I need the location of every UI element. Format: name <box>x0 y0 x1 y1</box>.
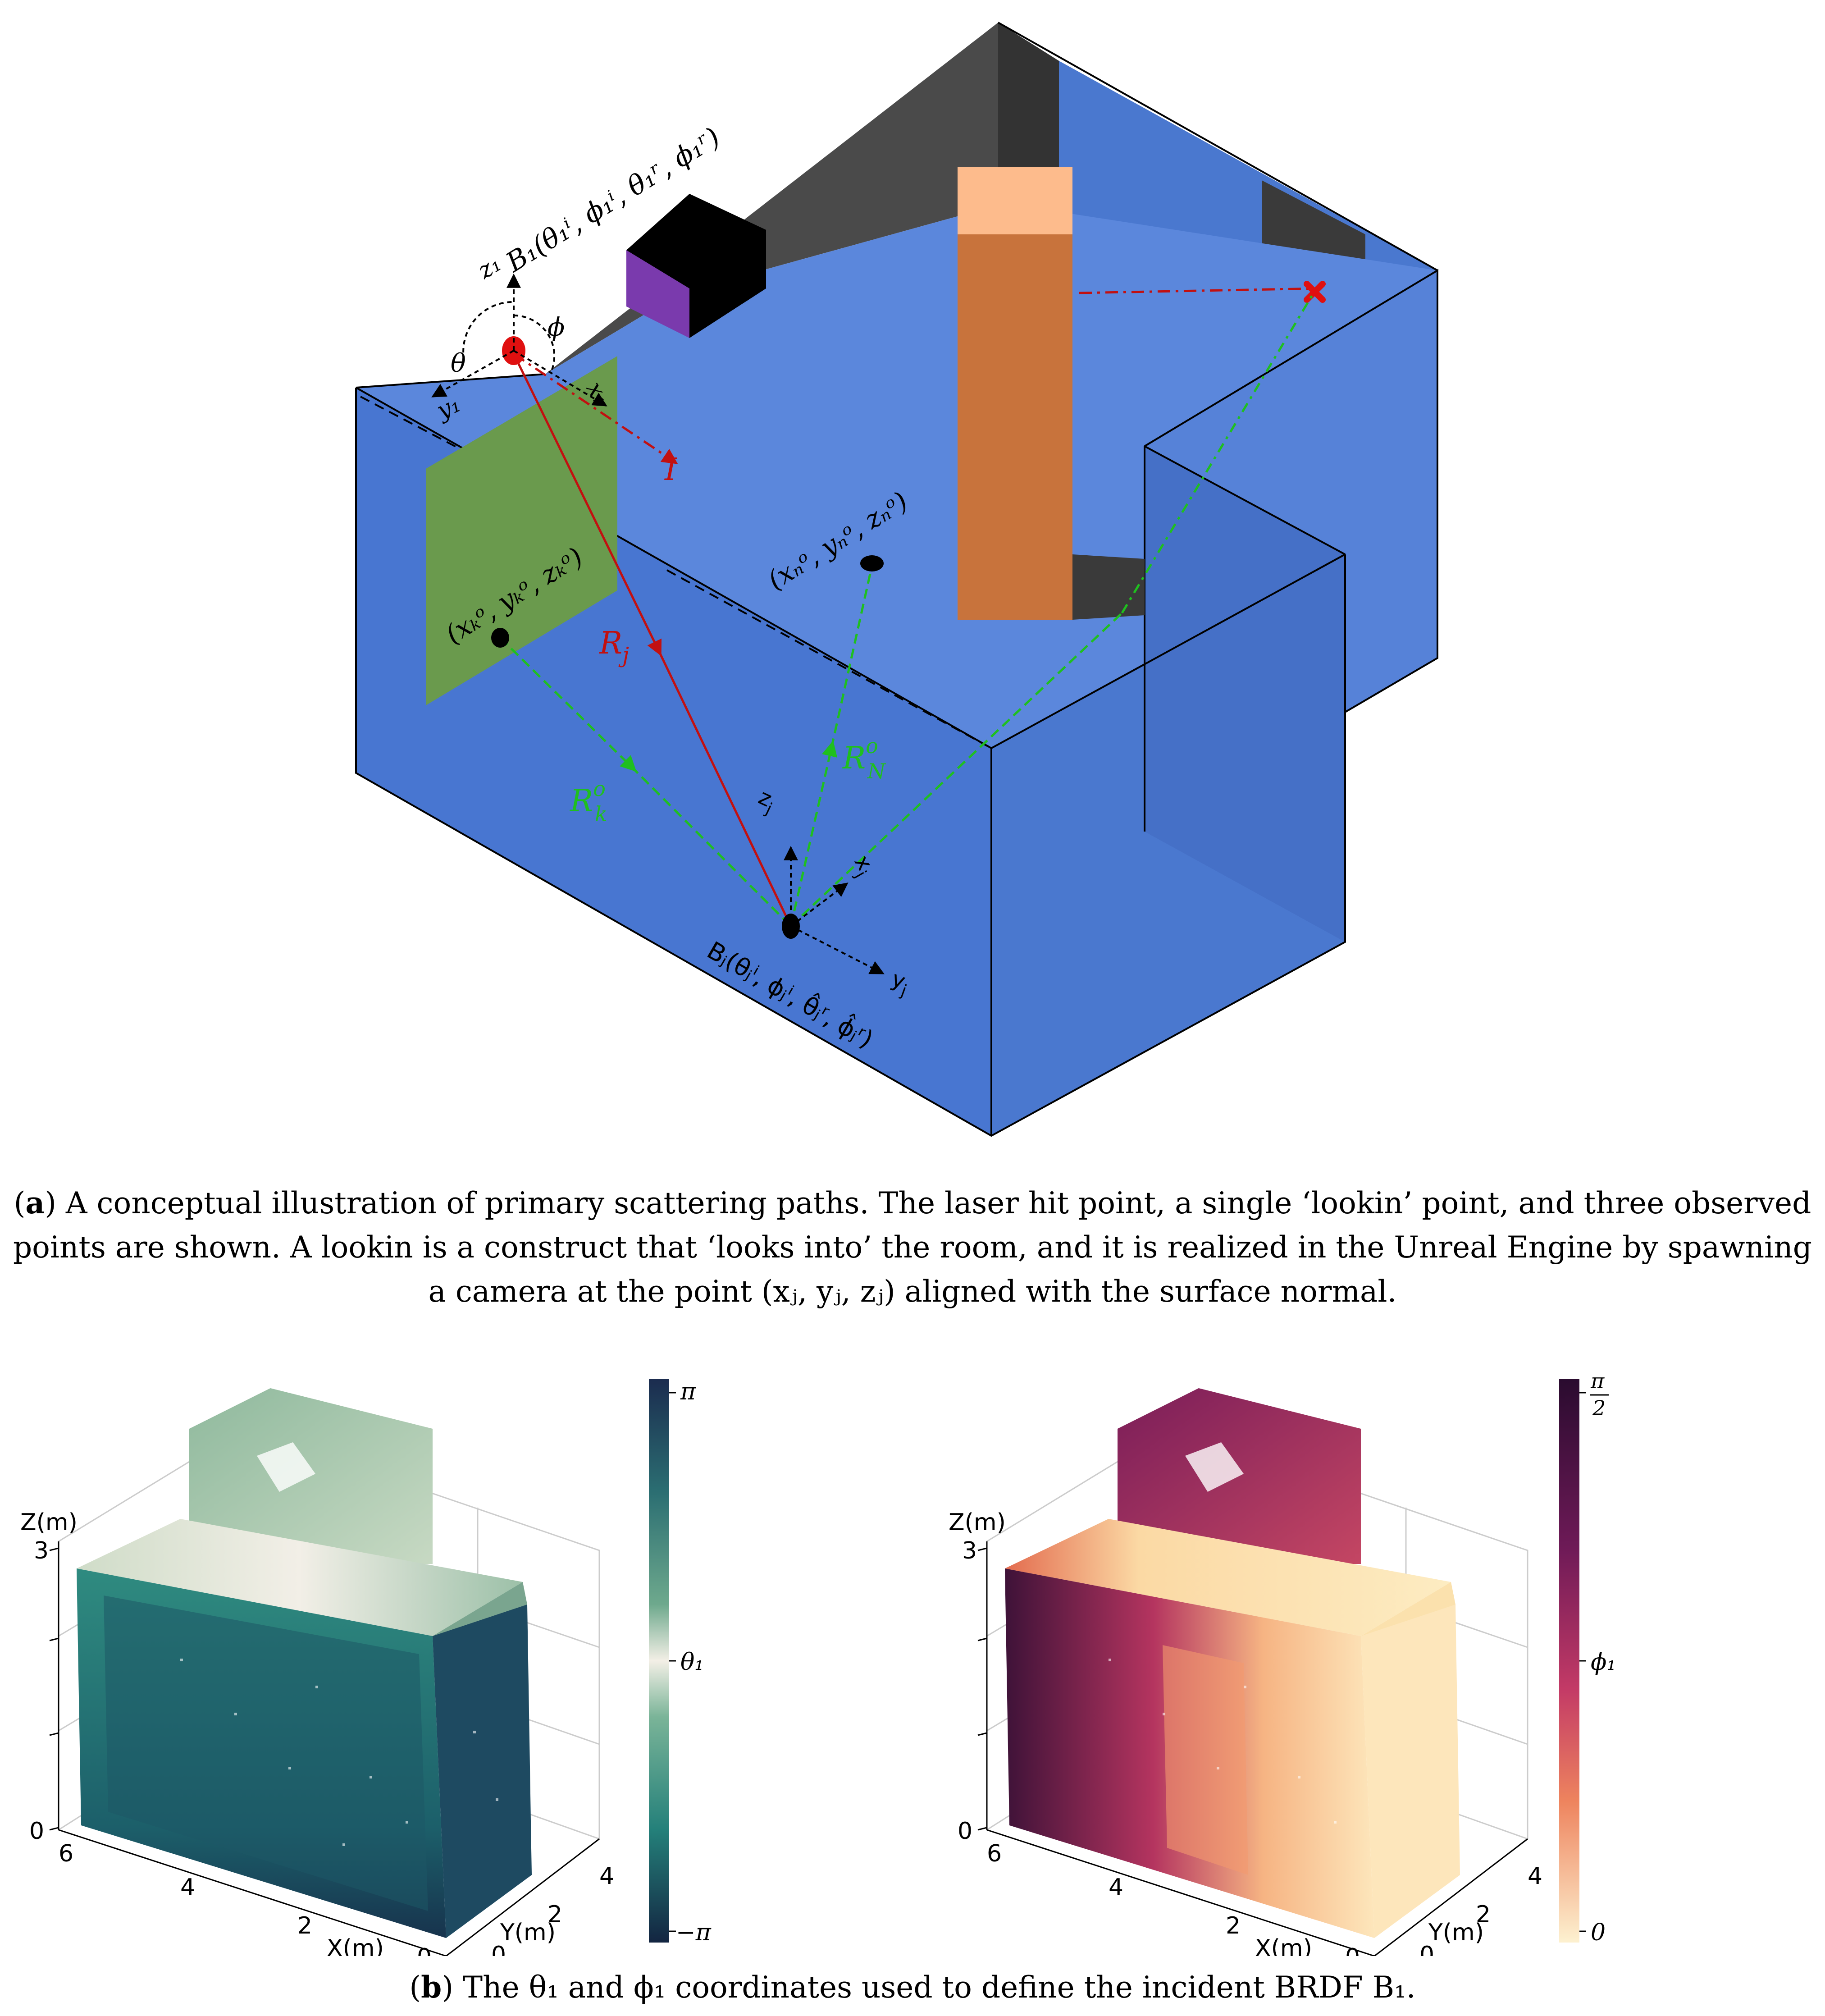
theta-label: θ <box>451 349 466 378</box>
caption-a: (a) A conceptual illustration of primary… <box>13 1185 1812 1309</box>
left-cb-label: θ₁ <box>680 1649 704 1676</box>
observed-point-n <box>860 555 884 571</box>
box-purple-face <box>626 250 689 338</box>
right-ztick-3: 3 <box>962 1537 977 1564</box>
left-ytick-0: 0 <box>491 1942 506 1956</box>
right-cb-label: ϕ₁ <box>1591 1649 1616 1676</box>
left-cb-top: π <box>680 1378 696 1405</box>
z1-label: z₁ <box>473 250 506 285</box>
left-ytick-2: 2 <box>548 1901 562 1928</box>
right-ztick-0: 0 <box>958 1818 972 1845</box>
left-ytick-4: 4 <box>599 1863 614 1890</box>
left-ylabel: Y(m) <box>500 1919 556 1946</box>
left-xtick-4: 4 <box>180 1874 195 1901</box>
right-ytick-2: 2 <box>1476 1901 1491 1928</box>
back-wall-shadow <box>998 23 1059 212</box>
right-ylabel: Y(m) <box>1428 1919 1484 1946</box>
laser-target-icon <box>1304 281 1326 303</box>
right-xtick-0: 0 <box>1345 1944 1360 1956</box>
right-back-hole <box>1185 1442 1244 1492</box>
pillar-shadow <box>1072 554 1145 620</box>
left-back-hole <box>257 1442 315 1492</box>
right-cb-bottom: 0 <box>1591 1919 1606 1946</box>
figure-b-left-plot: Z(m) 3 0 6 4 2 0 X(m) 4 2 0 Y(m) π θ₁ −π <box>20 1378 712 1956</box>
right-ytick-0: 0 <box>1419 1942 1434 1956</box>
left-xlabel: X(m) <box>327 1935 384 1956</box>
right-xtick-4: 4 <box>1109 1874 1123 1901</box>
figure-a-diagram: B₁(θ₁ⁱ, ϕ₁ⁱ, θ₁ʳ, ϕ₁ʳ) z₁ y₁ x₁ θ ϕ I Rj… <box>355 22 1438 1137</box>
right-xtick-6: 6 <box>987 1840 1002 1867</box>
caption-b: (b) The θ₁ and ϕ₁ coordinates used to de… <box>409 1970 1416 2005</box>
left-colorbar <box>649 1379 669 1943</box>
pillar-top <box>958 167 1072 234</box>
pillar-body <box>958 234 1072 620</box>
inner-corner-wall <box>1145 270 1437 712</box>
phi-label: ϕ <box>548 313 565 342</box>
observed-point-k <box>491 628 509 648</box>
left-xtick-2: 2 <box>297 1912 312 1939</box>
right-cb-top-den: 2 <box>1592 1396 1606 1420</box>
left-xtick-0: 0 <box>417 1944 432 1956</box>
box-top <box>626 194 766 338</box>
green-panel <box>426 356 617 705</box>
left-xtick-6: 6 <box>59 1840 73 1867</box>
left-ztick-3: 3 <box>34 1537 49 1564</box>
left-cb-bottom: −π <box>676 1919 712 1946</box>
figure-b-right-plot: Z(m) 3 0 6 4 2 0 X(m) 4 2 0 Y(m) π 2 ϕ₁ … <box>949 1370 1616 1956</box>
right-ytick-4: 4 <box>1528 1863 1542 1890</box>
right-xtick-2: 2 <box>1226 1912 1241 1939</box>
left-ztick-0: 0 <box>29 1818 44 1845</box>
right-xlabel: X(m) <box>1255 1935 1312 1956</box>
right-cb-top-num: π <box>1590 1370 1605 1393</box>
right-colorbar <box>1559 1379 1579 1943</box>
right-zlabel: Z(m) <box>949 1509 1006 1536</box>
left-zlabel: Z(m) <box>20 1509 78 1536</box>
inner-notch-wall <box>1145 446 1345 942</box>
incident-label: I <box>664 452 677 488</box>
